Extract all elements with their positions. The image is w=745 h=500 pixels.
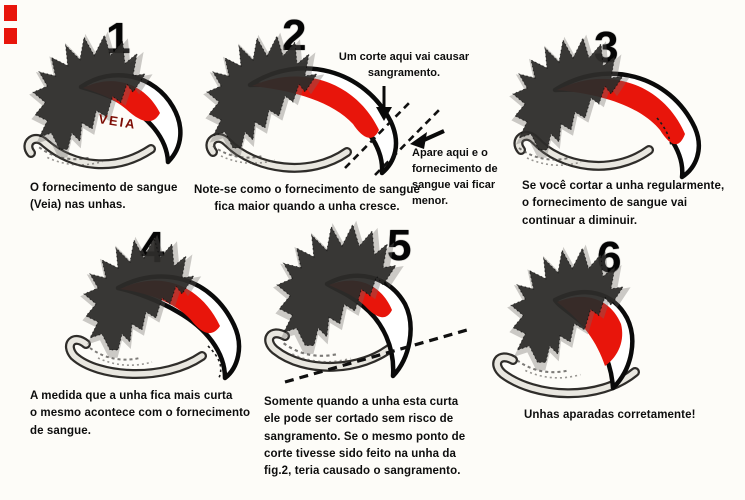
claw-illustration-4	[64, 233, 242, 381]
scan-artifact-square	[4, 28, 17, 44]
down-arrow-icon	[376, 86, 392, 121]
cut-dashed-line	[374, 106, 443, 176]
panel-caption: O fornecimento de sangue (Veia) nas unha…	[30, 182, 178, 212]
panel-caption: Unhas aparadas corretamente!	[524, 409, 696, 421]
scan-artifact-square	[4, 5, 17, 21]
vein-label: VEIA	[98, 111, 138, 132]
panel-caption: A medida que a unha fica mais curta o me…	[30, 390, 251, 437]
panel-caption: Se você cortar a unha regularmente, o fo…	[522, 180, 725, 227]
panel-caption: Somente quando a unha esta curta ele pod…	[264, 396, 466, 477]
annotation-trim-here: Apare aqui e o fornecimento de sangue va…	[412, 147, 498, 207]
left-arrow-icon	[410, 129, 445, 149]
panel-caption: Note-se como o fornecimento de sangue fi…	[193, 184, 421, 214]
annotation-cut-warning: Um corte aqui vai causar sangramento.	[338, 51, 470, 79]
claw-illustration-2	[202, 31, 443, 176]
dotted-remnant-line	[656, 117, 672, 147]
claw-illustration-6	[492, 243, 640, 399]
vein-shape	[557, 78, 685, 145]
dotted-regrowth-line	[207, 345, 222, 381]
cut-dashed-line	[284, 328, 468, 384]
claw-illustration-3	[508, 33, 701, 180]
claw-illustration-1: VEIA	[23, 30, 183, 170]
cut-dashed-line	[344, 99, 413, 169]
claw-illustration-5	[264, 219, 468, 384]
